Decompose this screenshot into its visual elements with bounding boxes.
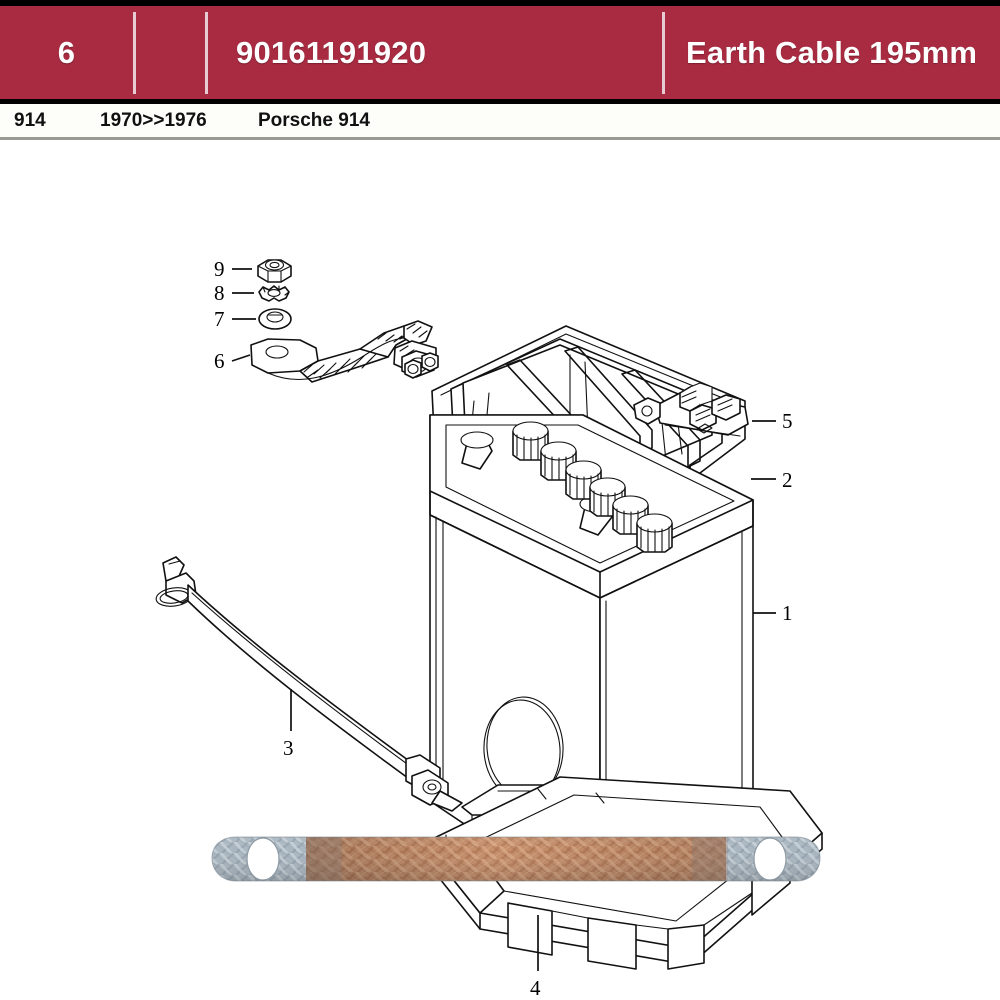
exploded-parts-diagram: .ln{fill:none;stroke:#111;stroke-width:1… bbox=[0, 143, 1000, 1000]
callout-lead-6: 6 bbox=[214, 349, 251, 373]
battery-hold-down-strap-drawing bbox=[155, 556, 463, 812]
callout-lead-3: 3 bbox=[283, 689, 294, 760]
lock-washer-drawing bbox=[258, 285, 290, 302]
hex-nut-drawing bbox=[257, 259, 292, 283]
plain-washer-drawing bbox=[258, 308, 292, 330]
header-description: Earth Cable 195mm bbox=[686, 35, 978, 70]
callout-lead-1: 1 bbox=[753, 601, 793, 625]
header-divider-2 bbox=[205, 12, 208, 94]
callout-lead-4: 4 bbox=[530, 915, 541, 1000]
battery-tray-drawing bbox=[423, 776, 823, 970]
subheader-bar: 914 1970>>1976 Porsche 914 bbox=[0, 104, 1000, 140]
subheader-model-code: 914 bbox=[14, 109, 46, 131]
subheader-model-name: Porsche 914 bbox=[258, 109, 370, 131]
callout-lead-2: 2 bbox=[751, 468, 793, 492]
callout-number-6: 6 bbox=[214, 349, 225, 373]
callout-number-7: 7 bbox=[214, 307, 225, 331]
callout-number-8: 8 bbox=[214, 281, 225, 305]
callout-lead-5: 5 bbox=[752, 409, 793, 433]
callout-number-4: 4 bbox=[530, 976, 541, 1000]
header-part-number: 90161191920 bbox=[236, 35, 427, 70]
callout-number-5: 5 bbox=[782, 409, 793, 433]
callout-number-3: 3 bbox=[283, 736, 294, 760]
callout-lead-7: 7 bbox=[214, 307, 256, 331]
earth-cable-drawing bbox=[250, 320, 439, 383]
callout-lead-8: 8 bbox=[214, 281, 254, 305]
header-item-number: 6 bbox=[57, 35, 76, 70]
header-divider-3 bbox=[662, 12, 665, 94]
callout-number-9: 9 bbox=[214, 257, 225, 281]
callout-lead-9: 9 bbox=[214, 257, 252, 281]
callout-number-2: 2 bbox=[782, 468, 793, 492]
header-divider-1 bbox=[133, 12, 136, 94]
header-blank-cell bbox=[136, 12, 205, 94]
battery-terminal-clamp-drawing bbox=[633, 382, 749, 437]
battery-cell-caps bbox=[512, 421, 673, 553]
subheader-year-range: 1970>>1976 bbox=[100, 109, 207, 131]
header-bar: 6 90161191920 Earth Cable 195mm bbox=[0, 0, 1000, 104]
callout-number-1: 1 bbox=[782, 601, 793, 625]
